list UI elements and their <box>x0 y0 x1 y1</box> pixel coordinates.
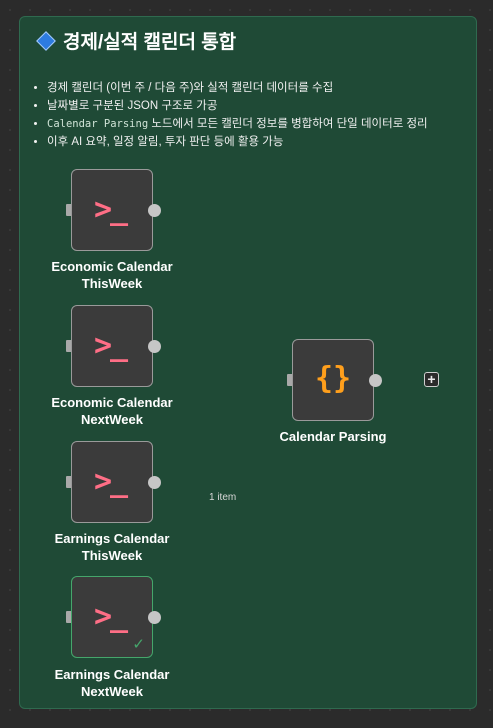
terminal-icon: >_ <box>94 192 128 227</box>
input-port[interactable] <box>66 611 72 623</box>
node-economic-calendar-thisweek[interactable]: >_ <box>71 169 153 251</box>
diamond-icon <box>36 30 56 51</box>
node-calendar-parsing[interactable]: {} <box>292 339 374 421</box>
output-port[interactable] <box>148 340 161 353</box>
inline-code: Calendar Parsing <box>47 118 149 130</box>
output-port[interactable] <box>148 476 161 489</box>
terminal-icon: >_ <box>94 328 128 363</box>
sticky-title-text: 경제/실적 캘린더 통합 <box>63 32 237 53</box>
node-earnings-calendar-thisweek[interactable]: >_ <box>71 441 153 523</box>
output-port[interactable] <box>148 204 161 217</box>
success-check-icon: ✓ <box>132 636 145 653</box>
input-port[interactable] <box>66 340 72 352</box>
node-economic-calendar-nextweek[interactable]: >_ <box>71 305 153 387</box>
bullet-item: 날짜별로 구분된 JSON 구조로 가공 <box>47 97 477 115</box>
input-port[interactable] <box>287 374 293 386</box>
bullet-item: 이후 AI 요약, 일정 알림, 투자 판단 등에 활용 가능 <box>47 133 477 151</box>
terminal-icon: >_ <box>94 464 128 499</box>
edge-item-count-label: 1 item <box>207 492 239 503</box>
output-port[interactable] <box>369 374 382 387</box>
sticky-title: 경제/실적 캘린더 통합 <box>36 27 236 54</box>
sticky-bullet-list: 경제 캘린더 (이번 주 / 다음 주)와 실적 캘린더 데이터를 수집 날짜별… <box>33 79 477 151</box>
node-label: Calendar Parsing <box>279 429 387 444</box>
input-port[interactable] <box>66 204 72 216</box>
input-port[interactable] <box>66 476 72 488</box>
bullet-item: Calendar Parsing 노드에서 모든 캘린더 정보를 병합하여 단일… <box>47 115 477 133</box>
add-node-plus-icon[interactable]: + <box>424 372 439 387</box>
output-port[interactable] <box>148 611 161 624</box>
braces-icon: {} <box>314 361 352 396</box>
node-earnings-calendar-nextweek[interactable]: >_ ✓ <box>71 576 153 658</box>
terminal-icon: >_ <box>94 599 128 634</box>
bullet-item: 경제 캘린더 (이번 주 / 다음 주)와 실적 캘린더 데이터를 수집 <box>47 79 477 97</box>
